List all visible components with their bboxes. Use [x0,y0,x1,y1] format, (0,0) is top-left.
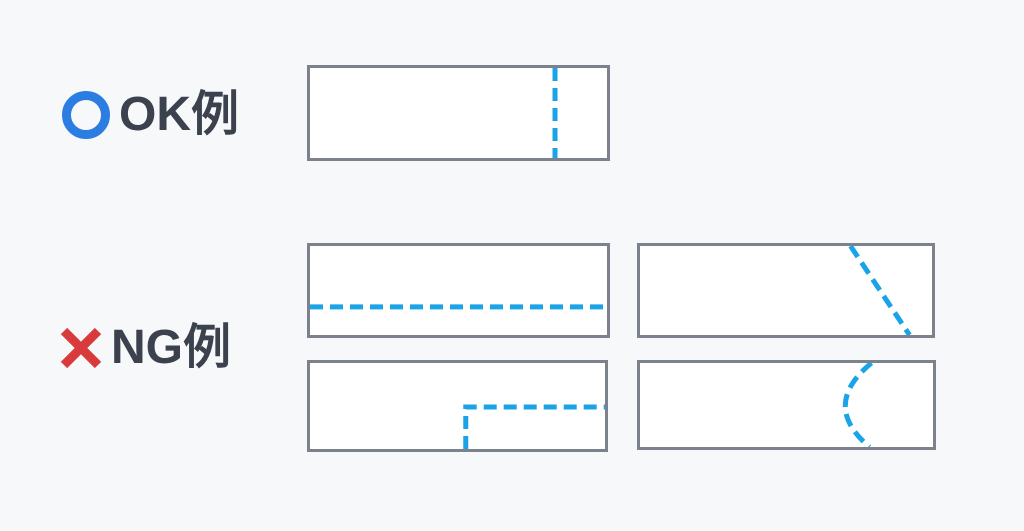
ng-label-group: NG例 [60,318,231,378]
cross-ng-icon [60,327,102,369]
dashed-cut-line [848,246,912,335]
ng-example-panel-horizontal-cut [307,243,610,338]
ng-example-panel-diagonal-cut [637,243,935,338]
ok-example-panel-vertical-cut [307,65,610,161]
dashed-cut-line [842,363,874,447]
ng-example-panel-curved-cut [637,360,936,450]
circle-ok-icon [62,91,110,139]
ng-example-panel-stepped-cut [307,360,608,452]
ok-label-group: OK例 [62,84,239,146]
ng-label: NG例 [111,321,232,374]
ok-label: OK例 [119,88,240,141]
dashed-cut-line [463,404,605,449]
